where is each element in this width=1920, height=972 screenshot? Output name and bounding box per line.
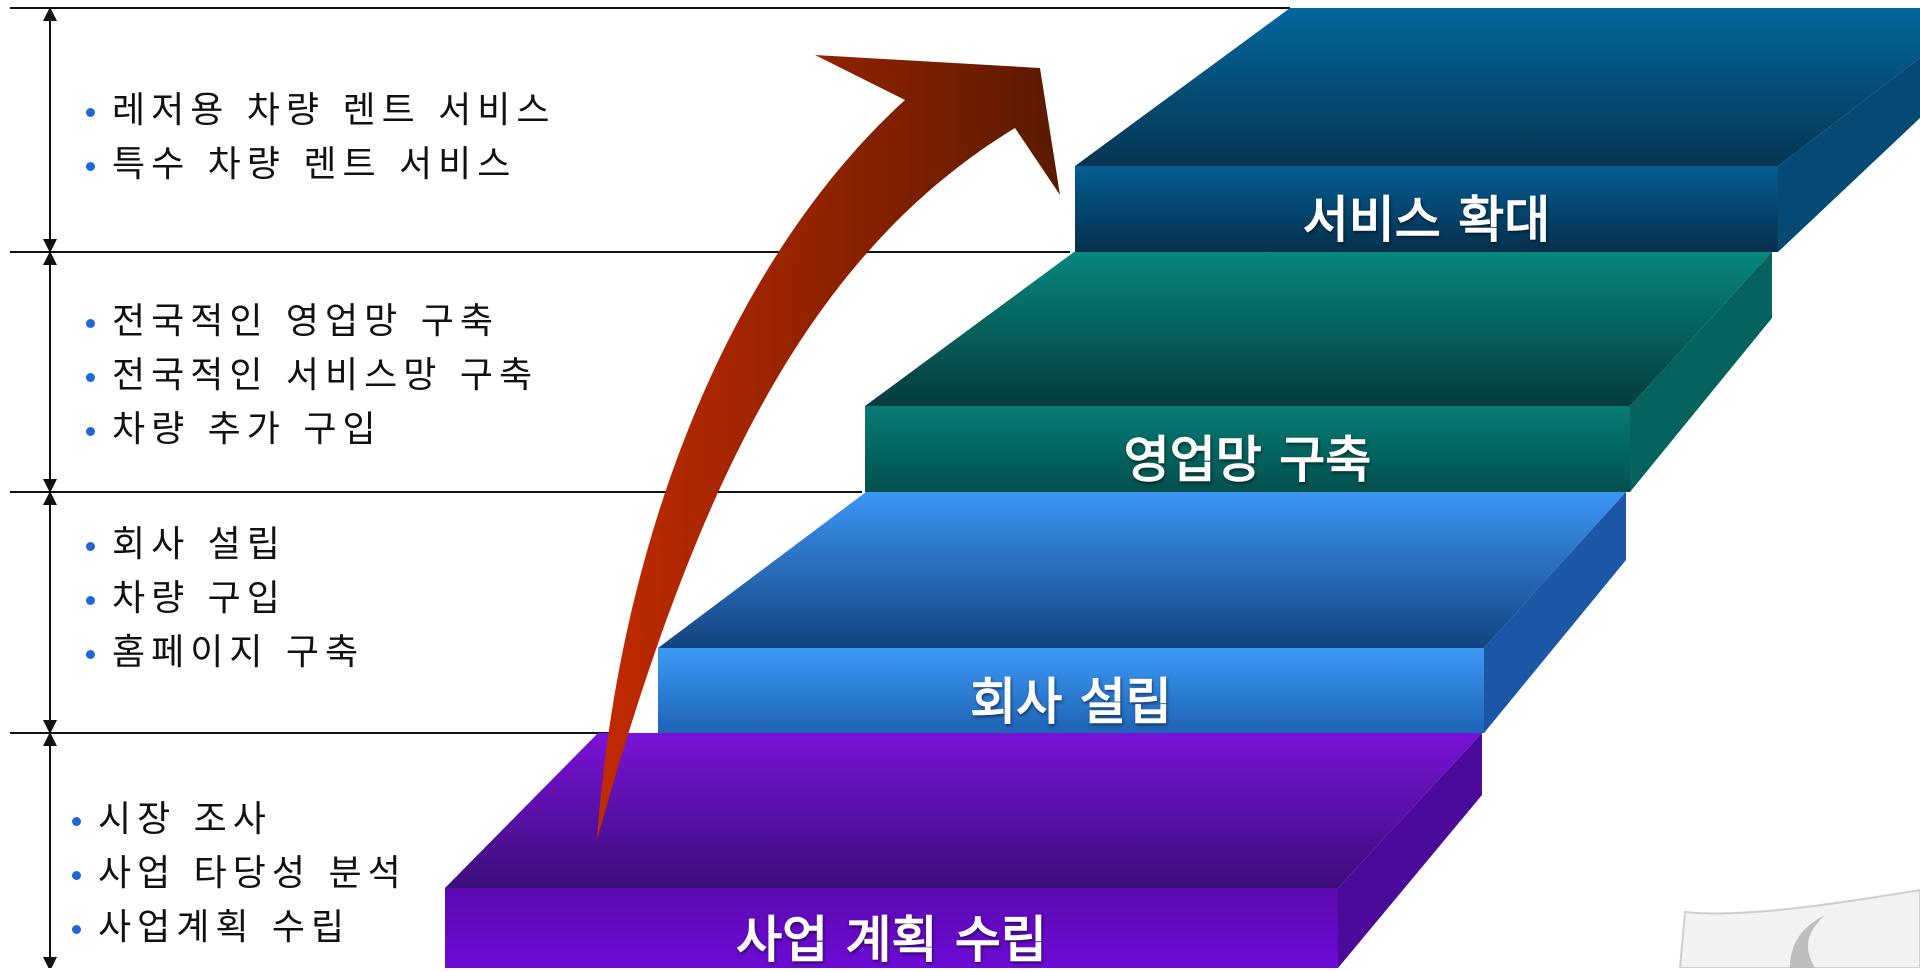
stage-4-label: 서비스 확대 bbox=[1302, 191, 1551, 249]
page-curl-decoration bbox=[1678, 888, 1920, 968]
stage-1-bullet-3: 사업계획 수립 bbox=[68, 901, 407, 955]
step-1-front bbox=[445, 888, 1338, 968]
growth-arrow bbox=[597, 55, 1060, 840]
step-2-front bbox=[658, 648, 1484, 733]
step-3-top bbox=[865, 252, 1772, 406]
stage-2-bullet-1: 회사 설립 bbox=[82, 518, 364, 572]
stage-3-label: 영업망 구축 bbox=[1123, 431, 1372, 489]
stage-1-bullet-1: 시장 조사 bbox=[68, 793, 407, 847]
step-2-top bbox=[658, 492, 1626, 648]
stage-3-bullet-2: 전국적인 서비스망 구축 bbox=[82, 349, 538, 403]
step-4-side bbox=[1778, 58, 1920, 252]
stage-3-bullet-list: 전국적인 영업망 구축 전국적인 서비스망 구축 차량 추가 구입 bbox=[82, 295, 538, 457]
stage-1-label: 사업 계획 수립 bbox=[736, 911, 1047, 969]
step-3-front bbox=[865, 406, 1630, 492]
stage-2-bullet-list: 회사 설립 차량 구입 홈페이지 구축 bbox=[82, 518, 364, 680]
stage-3-bullet-1: 전국적인 영업망 구축 bbox=[82, 295, 538, 349]
stage-2-label: 회사 설립 bbox=[970, 673, 1172, 731]
stage-1-bullet-2: 사업 타당성 분석 bbox=[68, 847, 407, 901]
stage-2-bullet-3: 홈페이지 구축 bbox=[82, 626, 364, 680]
step-1-side bbox=[1338, 733, 1482, 968]
stage-4-bullet-1: 레저용 차량 렌트 서비스 bbox=[82, 84, 556, 138]
step-2-side bbox=[1484, 492, 1626, 733]
step-4-front bbox=[1075, 166, 1778, 252]
stage-1-bullet-list: 시장 조사 사업 타당성 분석 사업계획 수립 bbox=[68, 793, 407, 955]
page-curl-edge bbox=[1790, 915, 1825, 968]
step-3-side bbox=[1630, 252, 1772, 492]
stage-4-bullet-list: 레저용 차량 렌트 서비스 특수 차량 렌트 서비스 bbox=[82, 84, 556, 192]
step-1-top bbox=[445, 733, 1482, 888]
stage-4-bullet-2: 특수 차량 렌트 서비스 bbox=[82, 138, 556, 192]
stage-3-bullet-3: 차량 추가 구입 bbox=[82, 403, 538, 457]
stage-2-bullet-2: 차량 구입 bbox=[82, 572, 364, 626]
step-4-top bbox=[1075, 8, 1920, 166]
